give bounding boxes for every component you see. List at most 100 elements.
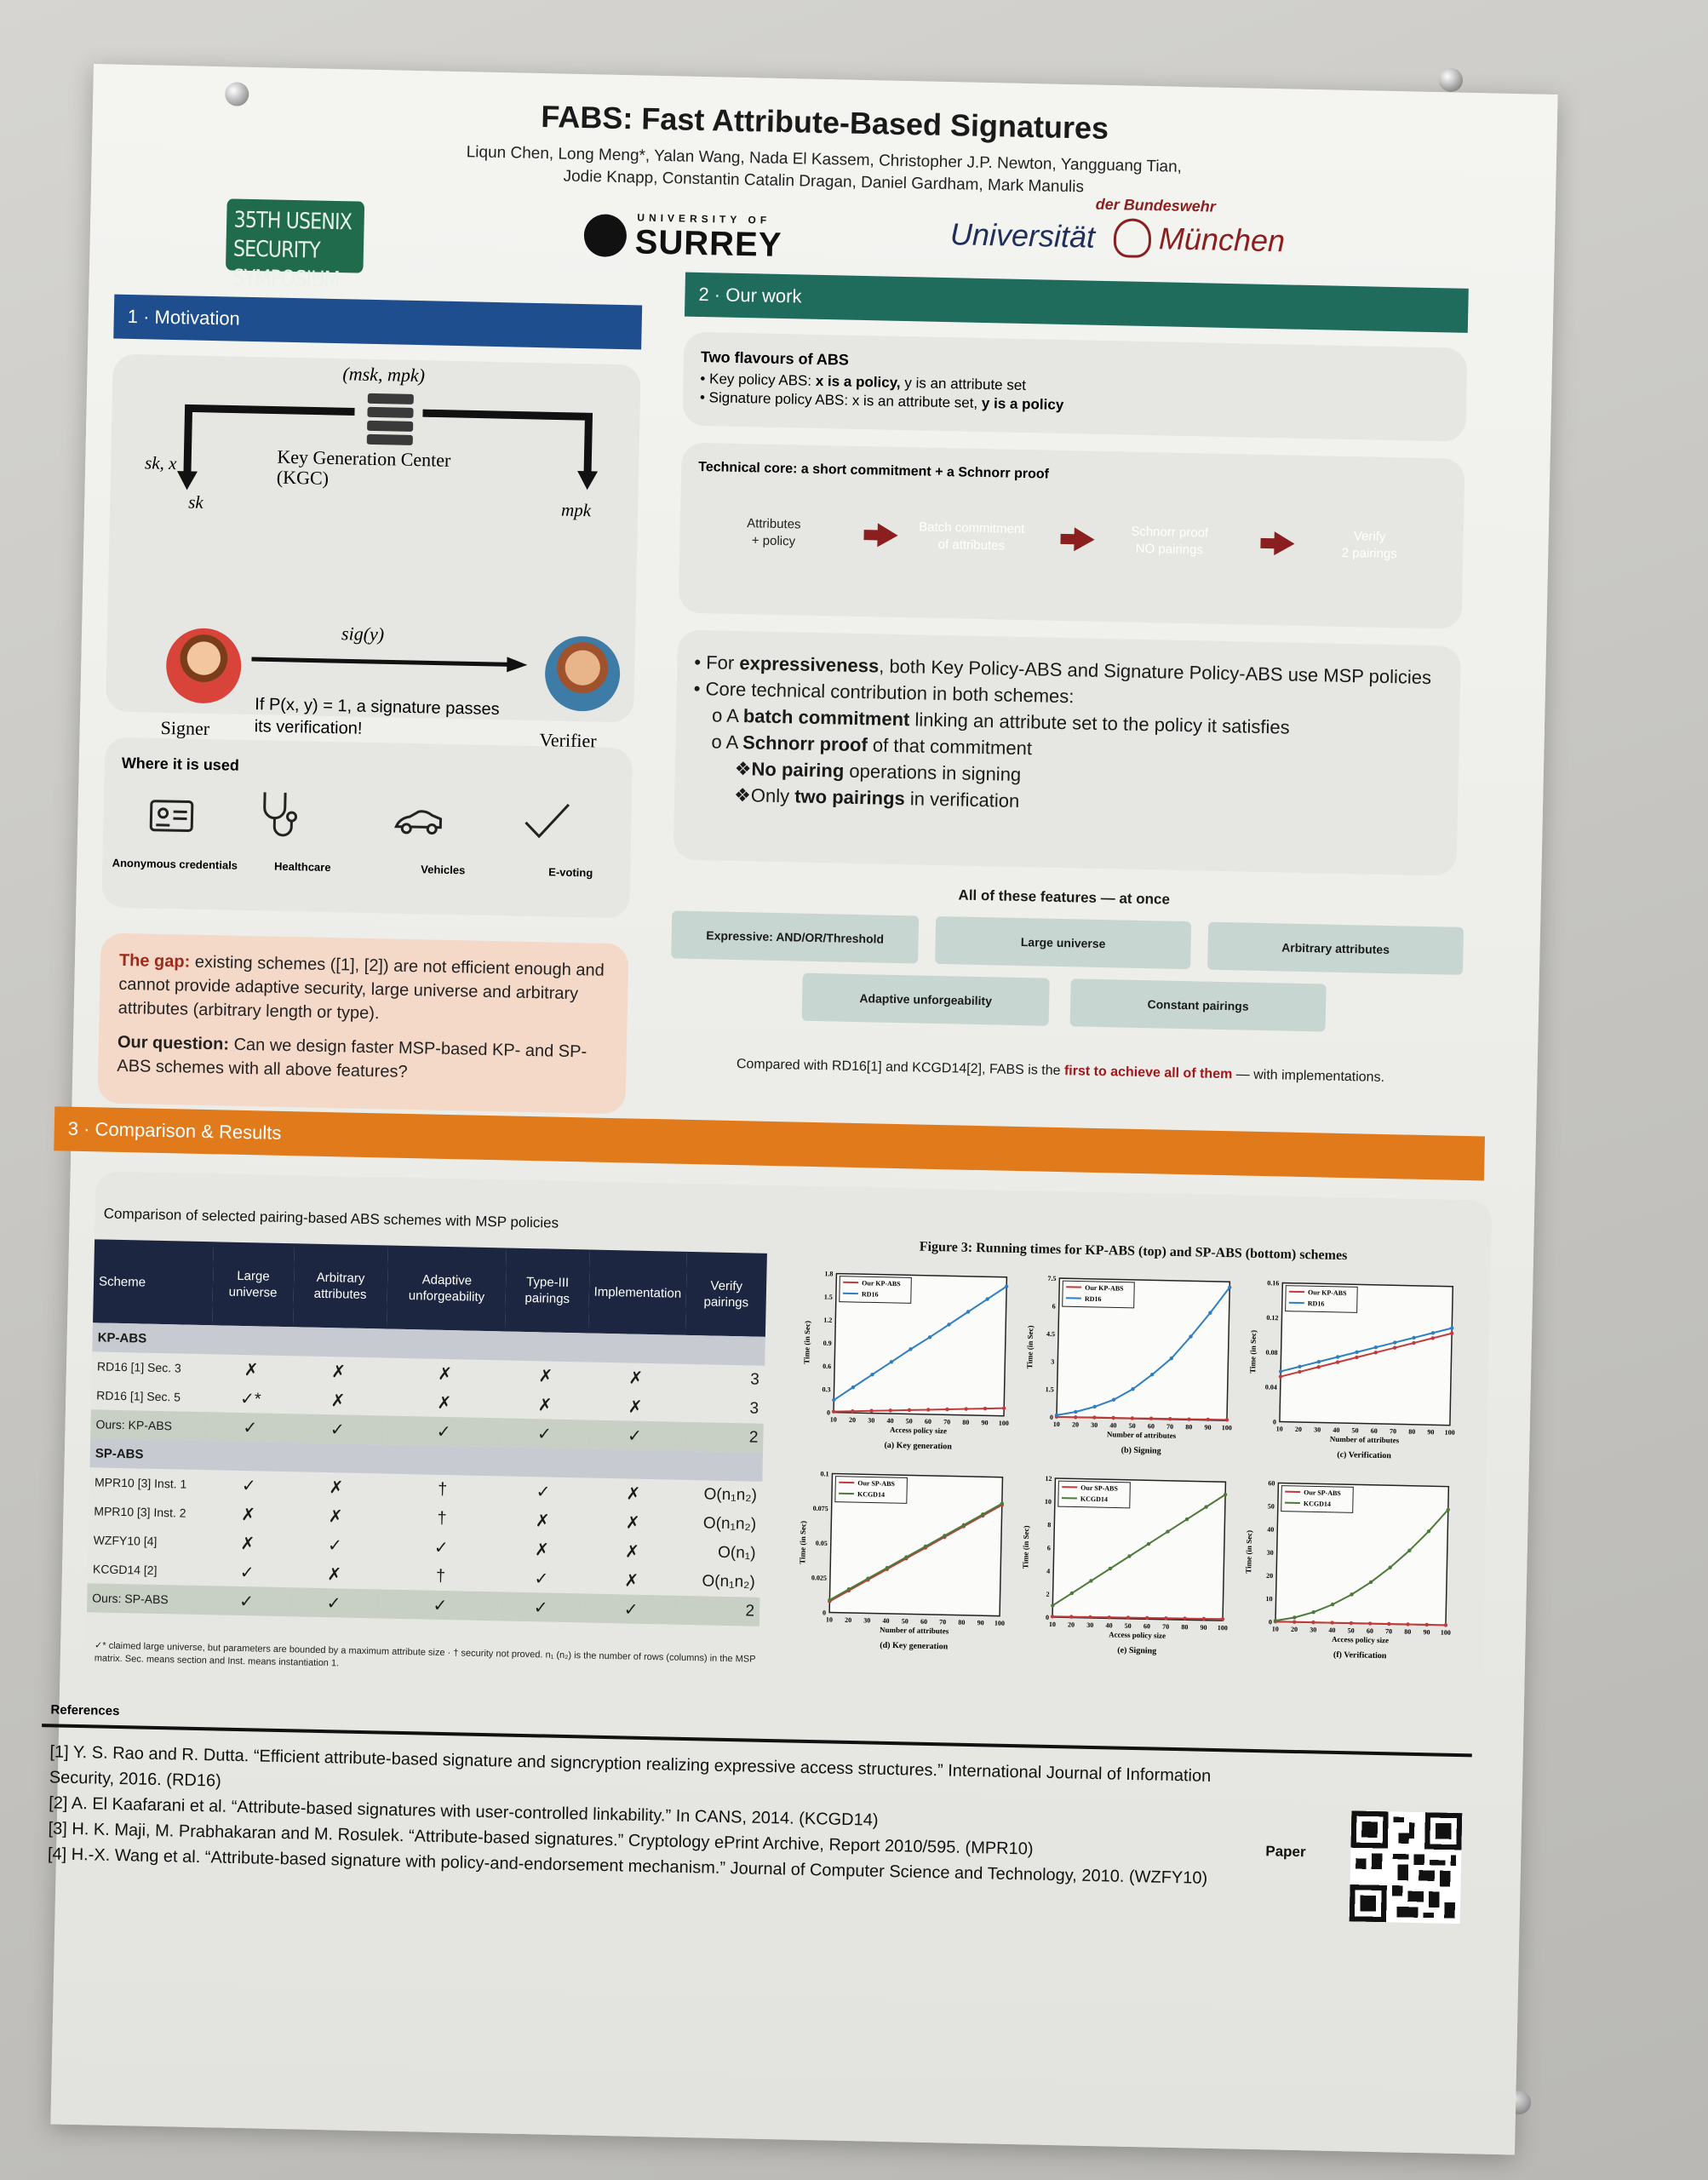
x-tick-label: 60 — [925, 1418, 931, 1426]
table-cell: ✗ — [330, 1391, 346, 1411]
data-point — [1335, 1360, 1340, 1364]
data-point — [870, 1373, 874, 1377]
data-point — [1073, 1415, 1078, 1420]
y-tick-label: 0.3 — [822, 1385, 830, 1393]
data-point — [1311, 1609, 1315, 1615]
data-point — [1001, 1406, 1006, 1410]
y-tick-label: 0.075 — [813, 1505, 828, 1512]
research-question: Our question: Can we design faster MSP-b… — [117, 1032, 587, 1081]
section-bar-motivation: 1 · Motivation — [113, 294, 643, 350]
references-title: References — [50, 1702, 120, 1719]
pushpin — [1439, 68, 1463, 92]
y-tick-label: 30 — [1267, 1549, 1274, 1557]
data-point — [1204, 1505, 1208, 1509]
legend-box — [1281, 1485, 1354, 1513]
features-title: All of these features — at once — [958, 886, 1171, 908]
data-point — [1450, 1326, 1454, 1330]
y-tick-label: 0.6 — [822, 1362, 831, 1370]
data-point — [1000, 1501, 1005, 1506]
data-point — [981, 1512, 985, 1517]
data-point — [1412, 1340, 1416, 1345]
data-point — [1149, 1373, 1155, 1377]
x-tick-label: 60 — [1148, 1422, 1155, 1430]
sk-label: sk — [187, 491, 203, 513]
x-tick-label: 10 — [826, 1615, 833, 1623]
surrey-logo: UNIVERSITY OF SURREY — [583, 210, 788, 266]
y-axis-label: Time (in Sec) — [1021, 1525, 1030, 1569]
legend-entry: KCGD14 — [1304, 1500, 1331, 1508]
data-point — [1108, 1566, 1113, 1571]
data-point — [1149, 1416, 1154, 1420]
data-point — [1449, 1331, 1454, 1335]
data-point — [869, 1408, 874, 1413]
data-point — [1330, 1621, 1334, 1625]
legend-entry: Our SP-ABS — [1304, 1489, 1341, 1497]
kgc-arrows — [177, 404, 599, 490]
data-point — [1316, 1359, 1321, 1364]
x-axis-label: Number of attributes — [880, 1626, 949, 1636]
table-cell: Ours: KP-ABS — [90, 1409, 210, 1442]
table-cell: † — [437, 1508, 447, 1528]
legend-entry: RD16 — [1308, 1299, 1325, 1307]
comparison-table: Scheme Large universe Arbitrary attribut… — [86, 1239, 767, 1626]
column-header: Scheme — [93, 1239, 215, 1326]
table-cell: MPR10 [3] Inst. 1 — [94, 1475, 187, 1491]
x-tick-label: 100 — [1441, 1629, 1451, 1637]
data-point — [1187, 1417, 1191, 1421]
table-cell: Ours: SP-ABS — [86, 1583, 207, 1615]
data-point — [1412, 1335, 1416, 1340]
x-tick-label: 100 — [1222, 1424, 1232, 1431]
data-point — [1126, 1615, 1131, 1620]
data-point — [1292, 1615, 1297, 1620]
chart-caption: (f) Verification — [1333, 1650, 1387, 1661]
y-tick-label: 0.05 — [816, 1540, 828, 1547]
y-tick-label: 1.8 — [824, 1270, 833, 1277]
table-cell: ✗ — [628, 1397, 643, 1417]
kgc-label: Key Generation Center (KGC) — [276, 445, 451, 489]
y-tick-label: 40 — [1267, 1526, 1274, 1534]
table-cell: ✓* — [239, 1389, 261, 1408]
x-axis-label: Access policy size — [1109, 1630, 1166, 1639]
table-cell: ✗ — [244, 1360, 259, 1380]
table-cell: ✓ — [433, 1538, 449, 1558]
column-header: Adaptive unforgeability — [387, 1245, 507, 1332]
y-tick-label: 1.5 — [824, 1293, 833, 1300]
data-point — [828, 1598, 832, 1603]
x-tick-label: 100 — [999, 1420, 1009, 1427]
data-point — [889, 1360, 894, 1364]
paper-qr-code[interactable] — [1349, 1810, 1463, 1925]
data-point — [1208, 1311, 1212, 1315]
y-tick-label: 0.16 — [1267, 1279, 1279, 1287]
legend-entry: KCGD14 — [1080, 1495, 1108, 1504]
x-tick-label: 40 — [1109, 1421, 1116, 1429]
chart-caption: (d) Key generation — [880, 1641, 949, 1652]
y-tick-label: 6 — [1052, 1302, 1056, 1310]
data-point — [1050, 1615, 1055, 1619]
y-tick-label: 10 — [1045, 1498, 1052, 1506]
references-list: [1] Y. S. Rao and R. Dutta. “Efficient a… — [48, 1739, 1242, 1891]
table-cell: O(n₁n₂) — [702, 1572, 756, 1592]
use-case-label: E-voting — [548, 865, 593, 880]
data-point — [1166, 1529, 1170, 1534]
poster: FABS: Fast Attribute-Based Signatures Li… — [42, 64, 1558, 2155]
legend-entry: KCGD14 — [857, 1490, 885, 1499]
x-tick-label: 50 — [1352, 1426, 1359, 1434]
section-bar-results: 3 · Comparison & Results — [54, 1106, 1485, 1181]
data-point — [1111, 1397, 1116, 1402]
data-point — [947, 1322, 951, 1327]
x-tick-label: 80 — [958, 1619, 965, 1626]
data-point — [1220, 1617, 1225, 1621]
stethoscope-icon — [263, 792, 298, 837]
data-point — [1392, 1345, 1397, 1350]
y-tick-label: 0.1 — [820, 1470, 828, 1477]
data-point — [983, 1406, 988, 1411]
y-tick-label: 10 — [1265, 1595, 1272, 1603]
data-point — [831, 1409, 836, 1414]
usenix-logo: 35TH USENIX SECURITY SYMPOSIUM — [225, 198, 365, 293]
table-cell: ✗ — [538, 1366, 553, 1386]
legend-entry: RD16 — [1085, 1295, 1102, 1303]
x-tick-label: 10 — [1049, 1621, 1056, 1628]
